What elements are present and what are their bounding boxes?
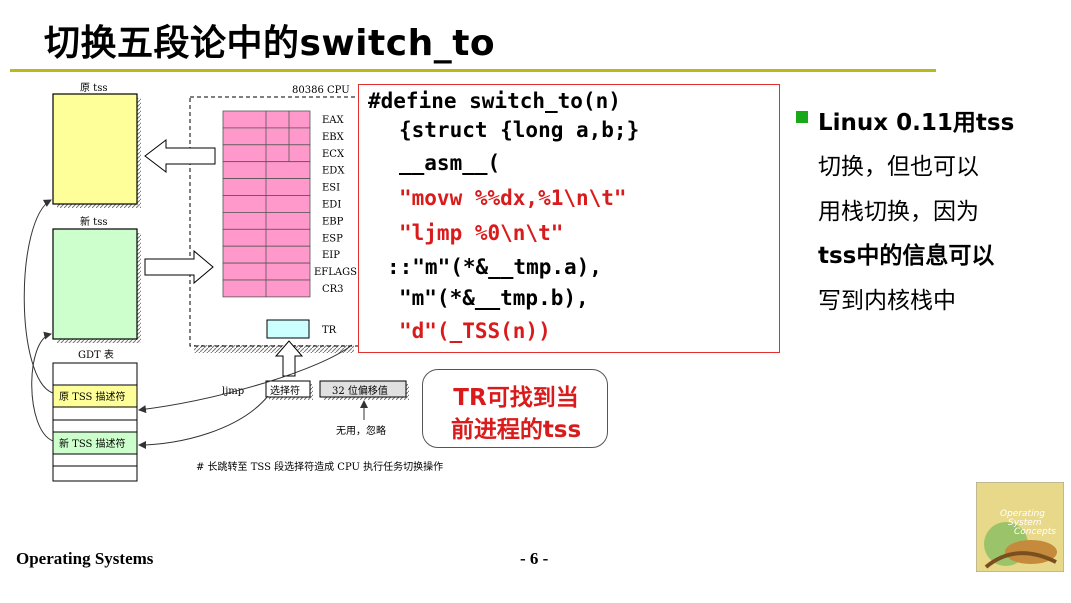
offset-box — [319, 380, 407, 398]
register-cell — [222, 144, 311, 163]
code-line-1: #define switch_to(n) — [368, 89, 621, 113]
register-label-edi: EDI — [322, 200, 341, 211]
register-label-cr3: CR3 — [322, 284, 344, 295]
tr-label: TR — [322, 325, 337, 336]
tr-register — [266, 319, 310, 339]
selector-label: 选择符 — [270, 384, 300, 397]
title-rule — [10, 69, 936, 72]
cpu-label: 80386 CPU — [292, 85, 350, 96]
register-label-ebx: EBX — [322, 132, 345, 143]
unused-label: 无用，忽略 — [336, 424, 386, 437]
register-cell — [222, 195, 311, 213]
curve-old-desc-to-old-tss — [23, 199, 54, 394]
bullet-line-3: 用栈切换，因为 — [818, 199, 979, 225]
cpu-shadow-bottom — [194, 345, 354, 353]
offset-label: 32 位偏移值 — [332, 384, 388, 397]
register-label-eax: EAX — [322, 115, 345, 126]
cover-text-2: System — [1008, 518, 1042, 528]
cover-text-3: Concepts — [1014, 527, 1056, 537]
register-cell — [222, 161, 311, 179]
new-tss-box — [52, 228, 138, 340]
register-label-edx: EDX — [322, 166, 345, 177]
bullet-line-4: tss中的信息可以 — [818, 243, 995, 269]
register-cell — [222, 110, 311, 129]
arrow-save-to-old — [144, 138, 216, 174]
diagram-caption: # 长跳转至 TSS 段选择符造成 CPU 执行任务切换操作 — [196, 460, 443, 473]
curve-tr-to-gdt — [138, 344, 353, 414]
page-title: 切换五段论中的switch_to — [44, 23, 496, 64]
code-line-3: __asm__( — [399, 151, 501, 175]
tr-callout: TR可找到当 前进程的tss — [422, 369, 608, 448]
register-label-ebp: EBP — [322, 216, 344, 227]
register-cell — [222, 245, 311, 264]
register-label-esp: ESP — [322, 233, 343, 244]
page-number: - 6 - — [520, 549, 549, 568]
register-label-eflags: EFLAGS — [314, 267, 357, 278]
code-line-4: "movw %%dx,%1\n\t" — [399, 186, 627, 210]
code-line-6: ::"m"(*&__tmp.a), — [387, 255, 602, 279]
register-block: EAX EBX ECX EDX ESI EDI EBP ESP EIP EFLAGS CR3 — [222, 110, 357, 298]
gdt-new-label: 新 TSS 描述符 — [59, 437, 126, 450]
code-line-2: {struct {long a,b;} — [399, 118, 640, 142]
register-cell — [222, 262, 311, 281]
task-switch-diagram: 原 tss 新 tss 80386 CPU EAX EBX ECX EDX ESI EDI… — [23, 82, 443, 482]
curve-new-desc-to-new-tss — [31, 331, 54, 442]
callout-line-2: 前进程的tss — [450, 417, 582, 443]
code-box: #define switch_to(n) {struct {long a,b;}… — [358, 84, 780, 353]
register-cell — [222, 211, 311, 230]
book-cover-logo: Operating System Concepts — [976, 482, 1064, 572]
old-tss-label: 原 tss — [80, 82, 107, 94]
register-cell — [222, 279, 311, 298]
bullet-line-2: 切换，但也可以 — [818, 154, 979, 180]
code-line-7: "m"(*&__tmp.b), — [399, 286, 589, 310]
gdt-old-label: 原 TSS 描述符 — [59, 390, 126, 403]
register-cell — [222, 178, 311, 196]
gdt-label: GDT 表 — [78, 348, 114, 361]
code-line-5: "ljmp %0\n\t" — [399, 221, 564, 245]
bullet-line-5: 写到内核栈中 — [818, 288, 956, 314]
register-cell — [222, 228, 311, 247]
arrow-load-from-new — [144, 249, 214, 285]
callout-line-1: TR可找到当 — [453, 385, 579, 411]
new-tss-label: 新 tss — [80, 215, 107, 228]
selector-box — [265, 380, 311, 398]
register-label-eip: EIP — [322, 250, 340, 261]
gdt-new-desc — [52, 431, 138, 455]
curve-selector-to-gdt — [138, 395, 269, 449]
register-label-ecx: ECX — [322, 149, 345, 160]
old-tss-box — [52, 93, 138, 205]
gdt-old-desc — [52, 384, 138, 408]
register-label-esi: ESI — [322, 183, 340, 194]
footer-course-name: Operating Systems — [16, 549, 154, 568]
bullet-line-1: Linux 0.11用tss — [818, 110, 1015, 136]
bullet-square-icon — [796, 111, 808, 123]
cover-text-1: Operating — [1000, 509, 1045, 519]
gdt-table — [52, 362, 138, 482]
register-cell — [222, 127, 311, 146]
code-line-8: "d"(_TSS(n)) — [399, 319, 551, 343]
